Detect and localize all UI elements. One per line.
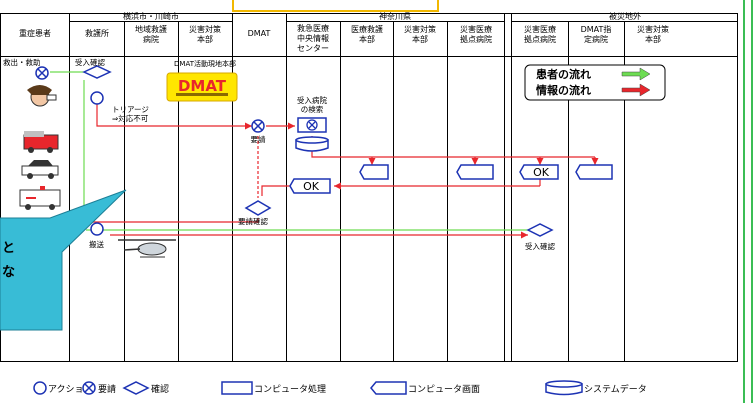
dmat-logo: DMAT [166,72,238,102]
col-outside-base-hospital-1: 災害医療 [524,24,556,34]
label-dmat-site-hq: DMAT活動現地本部 [174,59,236,68]
legend-computer-screen: コンピュータ画面 [408,384,480,395]
col-dmat-designated-2: 定病院 [584,34,608,44]
flow-legend-info: 情報の流れ [536,83,591,97]
callout-text-1: と [2,241,15,256]
col-emergency-center-2: 中央情報 [297,33,329,43]
legend-check: 確認 [151,383,169,395]
fire-truck-icon [23,131,59,153]
col-dmat-designated-1: DMAT指 [581,24,612,34]
label-triage-1: トリアージ [112,105,149,114]
col-ambulance: 救護所 [85,28,109,38]
label-request-check: 要請確認 [238,216,268,226]
label-triage-2: ⇒対応不可 [112,113,149,123]
label-ok-1: OK [533,166,550,179]
col-patient: 重症患者 [19,28,51,38]
action-nodes [90,91,104,236]
label-request: 要請 [251,134,266,144]
col-outside-disaster-hq-2: 本部 [645,34,661,44]
svg-text:DMAT: DMAT [178,77,227,95]
flow-legend-patient: 患者の流れ [536,67,591,81]
police-car-icon [21,160,59,179]
col-outside-base-hospital-2: 拠点病院 [524,34,556,44]
legend-system-data-icon [545,380,583,388]
title-frame [232,0,439,12]
computer-process-node [297,117,327,133]
label-accept-check-2: 受入確認 [525,241,555,251]
symbol-legend: アクション 要請 確認 コンピュータ処理 コンピュータ画面 システムデータ [33,380,647,396]
screen-nodes [289,164,613,194]
info-flow-arrow-icon [621,83,651,97]
legend-system-data: システムデータ [584,383,647,395]
label-hospital-search-1: 受入病院 [297,95,327,105]
col-outside-disaster-hq-1: 災害対策 [637,24,669,34]
col-emergency-center-1: 救急医療 [297,23,329,33]
legend-check-icon [122,381,150,395]
col-regional-hospital-2: 病院 [143,34,159,44]
col-disaster-hq-1: 災害対策 [189,24,221,34]
callout-bubble: と な [0,189,127,331]
flow-legend: 患者の流れ 情報の流れ [524,64,666,101]
col-medical-hq-1: 医療救護 [351,24,383,34]
request-node-2 [251,119,265,133]
col-medical-hq-2: 本部 [359,34,375,44]
label-accept-check: 受入確認 [75,57,105,67]
legend-computer-process-icon [221,381,253,395]
region-disaster-area: 被災地外 [609,11,641,21]
callout-text-2: な [2,265,15,280]
info-flow-lines [84,104,599,239]
legend-request: 要請 [98,383,116,395]
col-regional-hospital-1: 地域救護 [135,24,167,34]
region-yokohama: 横浜市・川崎市 [123,11,179,21]
label-ok-2: OK [303,180,320,193]
patient-flow-arrow-icon [621,67,651,81]
legend-action-icon [33,381,47,395]
legend-computer-screen-icon [370,381,407,395]
col-disaster-hq2-1: 災害対策 [404,24,436,34]
region-kanagawa: 神奈川県 [379,11,411,21]
request-node-1 [35,66,49,80]
system-data-node [295,136,329,152]
patient-flow-lines [50,71,530,231]
col-disaster-hq-2: 本部 [197,34,213,44]
check-nodes [82,65,554,237]
helicopter-icon [118,239,176,258]
legend-action: アクション [48,384,93,395]
label-rescue: 救出・救助 [3,57,41,67]
col-base-hospital-2: 拠点病院 [460,34,492,44]
col-dmat: DMAT [248,29,271,38]
col-disaster-hq2-2: 本部 [412,34,428,44]
col-emergency-center-3: センター [297,44,329,53]
legend-computer-process: コンピュータ処理 [254,383,326,395]
label-transport: 搬送 [89,239,104,249]
ambulance-icon [19,186,61,210]
injured-person-icon [27,85,57,107]
label-hospital-search-2: の検索 [301,104,324,114]
col-base-hospital-1: 災害医療 [460,24,492,34]
